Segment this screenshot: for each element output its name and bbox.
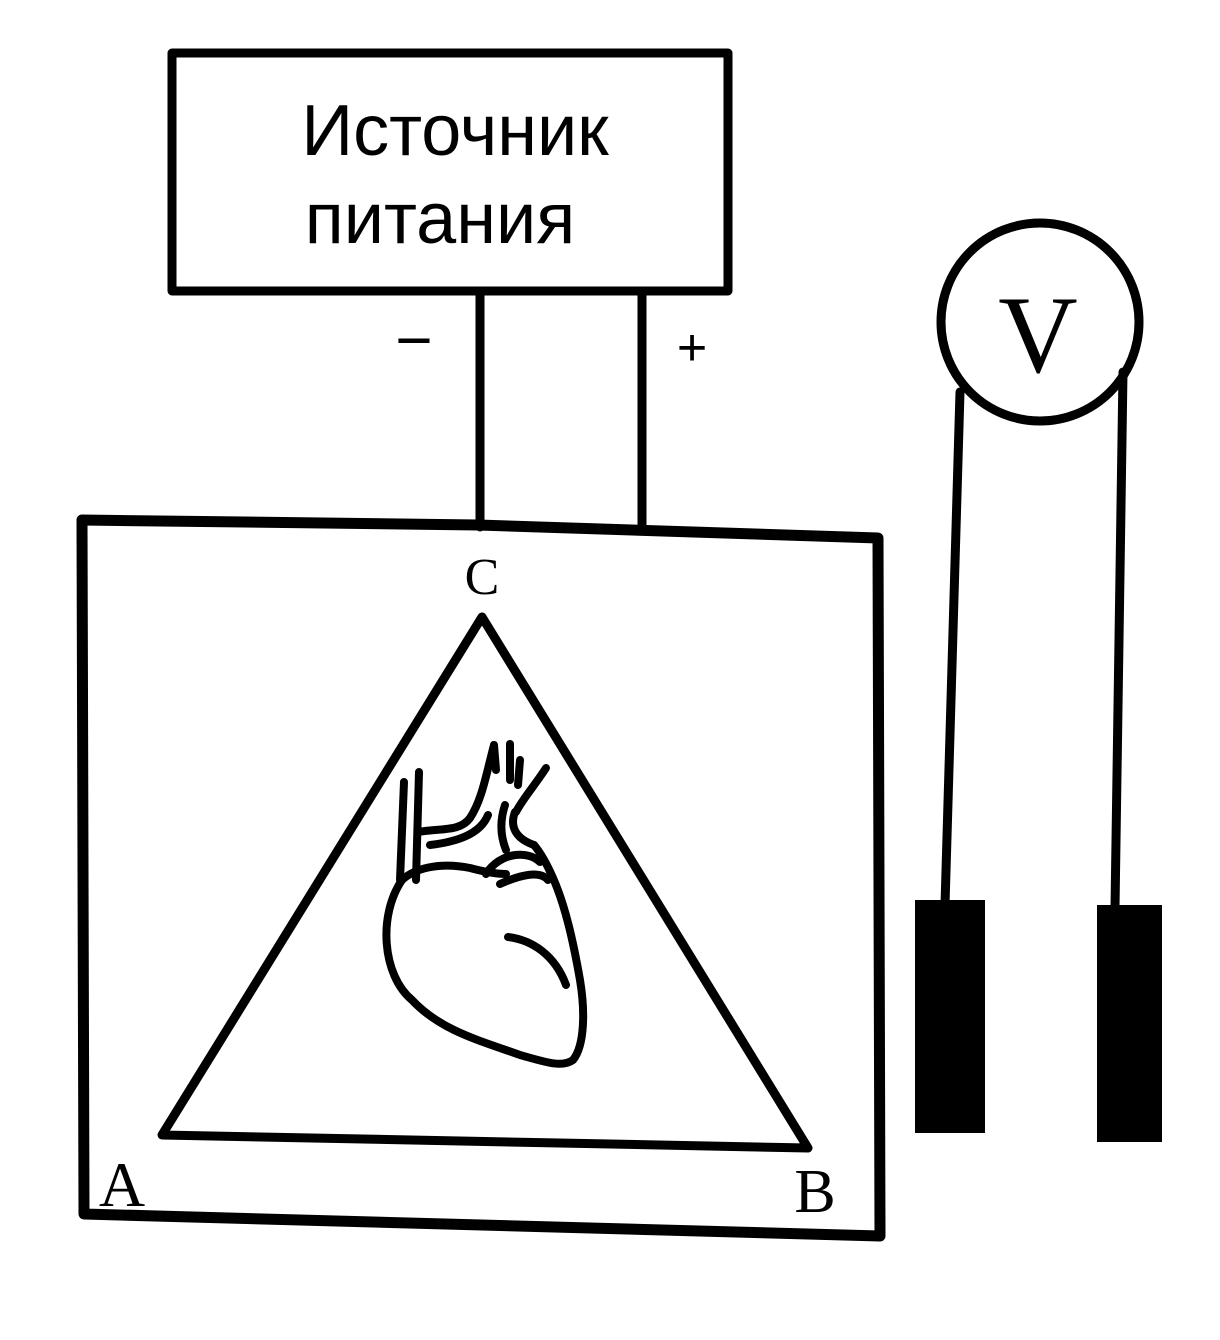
electrode-right (1097, 905, 1162, 1142)
voltmeter: V (915, 218, 1162, 1142)
vertex-label-c: C (465, 549, 500, 606)
voltmeter-lead-right (1110, 367, 1128, 913)
minus-sign: − (395, 304, 432, 376)
voltmeter-lead-left (940, 387, 965, 910)
power-supply: Источник питания (167, 48, 733, 296)
vertex-label-a: A (99, 1149, 145, 1220)
einthoven-triangle (157, 612, 813, 1153)
voltmeter-label: V (998, 274, 1077, 396)
plus-sign: + (677, 319, 707, 377)
power-supply-label-line2: питания (305, 179, 575, 259)
power-supply-box (167, 48, 733, 296)
vertex-label-b: B (794, 1158, 835, 1226)
electrode-left (915, 900, 985, 1133)
voltmeter-circle (936, 218, 1144, 426)
heart-drawing (382, 740, 588, 1068)
power-supply-label-line1: Источник (301, 91, 609, 171)
bath-frame (76, 514, 886, 1242)
